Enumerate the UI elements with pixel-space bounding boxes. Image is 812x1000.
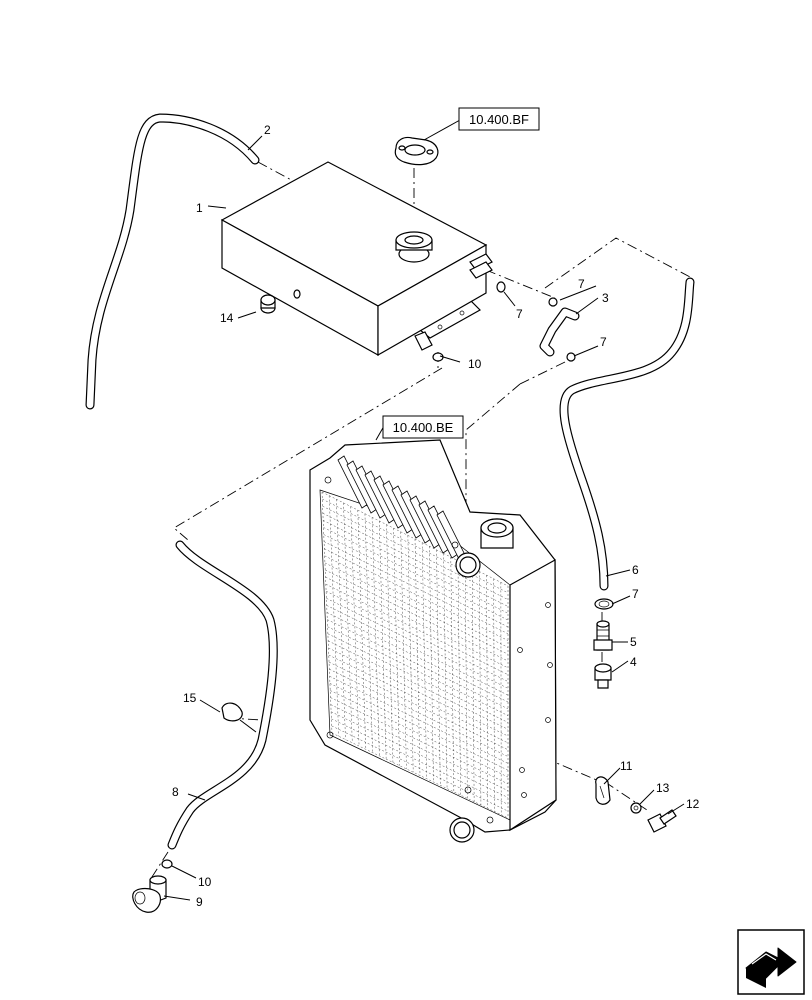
expansion-tank[interactable] bbox=[220, 161, 493, 357]
cap-reference-box[interactable]: 10.400.BF bbox=[458, 107, 540, 131]
elbow-fitting[interactable] bbox=[132, 875, 167, 913]
callout-12: 12 bbox=[686, 797, 700, 811]
callout-7-d: 7 bbox=[632, 587, 639, 601]
formed-tube[interactable] bbox=[539, 307, 580, 357]
drain-plug[interactable] bbox=[594, 663, 612, 689]
callout-numbers: 2 1 14 7 7 3 7 10 6 7 5 4 15 8 10 9 11 1… bbox=[172, 123, 700, 909]
cable-tie[interactable] bbox=[221, 702, 257, 733]
radiator-top-fins bbox=[337, 455, 468, 564]
cap-reference-label: 10.400.BF bbox=[469, 112, 529, 127]
bypass-hose[interactable] bbox=[559, 277, 695, 591]
callout-leaders bbox=[163, 119, 685, 901]
bolt[interactable] bbox=[647, 809, 677, 833]
elbow-clamp[interactable] bbox=[161, 859, 173, 869]
callout-7-b: 7 bbox=[516, 307, 523, 321]
mounting-clip[interactable] bbox=[595, 776, 611, 805]
callout-7-a: 7 bbox=[578, 277, 585, 291]
radiator-reference-box[interactable]: 10.400.BE bbox=[382, 415, 464, 439]
next-page-arrow-icon[interactable] bbox=[737, 929, 805, 995]
radiator-cap[interactable] bbox=[394, 136, 439, 166]
callout-3: 3 bbox=[602, 291, 609, 305]
callout-8: 8 bbox=[172, 785, 179, 799]
callout-15: 15 bbox=[183, 691, 197, 705]
callout-14: 14 bbox=[220, 311, 234, 325]
callout-10-b: 10 bbox=[198, 875, 212, 889]
washer[interactable] bbox=[630, 802, 642, 814]
callout-2: 2 bbox=[264, 123, 271, 137]
tank-plug[interactable] bbox=[260, 294, 276, 314]
callout-10-a: 10 bbox=[468, 357, 482, 371]
callout-7-c: 7 bbox=[600, 335, 607, 349]
hose-clamps[interactable] bbox=[432, 281, 614, 610]
overflow-hose[interactable] bbox=[85, 113, 260, 410]
callout-13: 13 bbox=[656, 781, 670, 795]
callout-5: 5 bbox=[630, 635, 637, 649]
callout-11: 11 bbox=[620, 759, 633, 773]
callout-9: 9 bbox=[196, 895, 203, 909]
callout-4: 4 bbox=[630, 655, 637, 669]
hose-adapter[interactable] bbox=[593, 620, 613, 651]
radiator[interactable] bbox=[309, 439, 557, 843]
callout-1: 1 bbox=[196, 201, 203, 215]
radiator-reference-label: 10.400.BE bbox=[393, 420, 454, 435]
lower-radiator-hose[interactable] bbox=[167, 540, 278, 850]
radiator-core-mesh bbox=[321, 491, 509, 819]
callout-6: 6 bbox=[632, 563, 639, 577]
